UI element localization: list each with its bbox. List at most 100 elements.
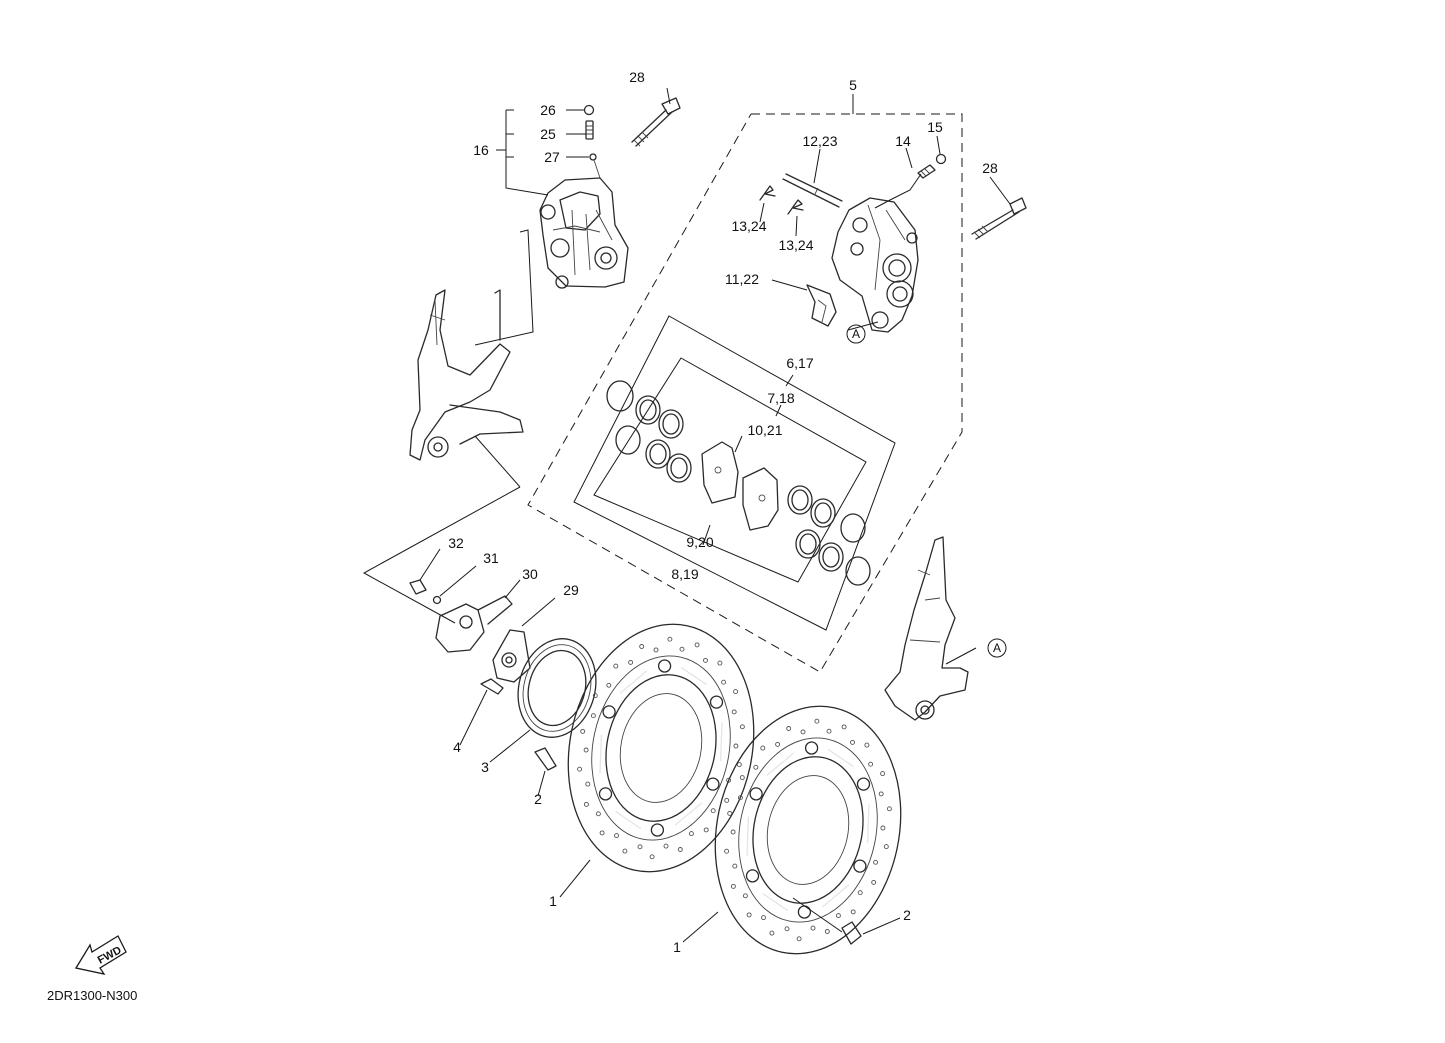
pin-clip-1 [759,185,776,201]
disc-drill-hole [599,830,605,836]
callout-2-left: 2 [534,791,542,807]
callout-10-21: 10,21 [747,422,782,438]
disc-drill-hole [857,890,863,896]
disc-drill-hole [733,689,739,695]
disc-floating-button [797,905,812,919]
ref-marker-label: A [852,327,860,341]
callout-15: 15 [927,119,943,135]
callout-4: 4 [453,739,461,755]
sensor-bracket [409,579,531,683]
callout-6-17: 6,17 [786,355,813,371]
disc-drill-hole [606,682,612,688]
callout-16: 16 [473,142,489,158]
disc-drill-hole [592,693,598,699]
caliper-assembly-outline [527,113,963,673]
disc-drill-hole [814,718,820,724]
disc-drill-hole [585,781,591,787]
disc-floating-button [745,869,760,883]
disc-drill-hole [886,806,892,812]
disc-carrier-slot [762,893,789,911]
left-caliper [539,177,629,289]
callout-29: 29 [563,582,579,598]
disc-drill-hole [732,863,738,869]
brake-disc-left [567,623,755,873]
disc-drill-hole [739,775,745,781]
disc-drill-hole [800,729,806,735]
disc-drill-hole [724,797,730,803]
disc-drill-hole [761,915,766,921]
disc-drill-hole [784,926,790,932]
disc-carrier-slot [719,722,723,762]
bleed-screw-set [583,104,601,179]
disc-bolt-right [841,921,862,945]
callout-28-right: 28 [982,160,998,176]
disc-carrier-slot [675,802,703,826]
right-bleed-screw [917,153,947,179]
pin-clip-2 [787,199,804,215]
ref-marker-a-1: A [846,324,866,344]
disc-drill-hole [871,879,877,885]
disc-floating-button [706,777,720,791]
callout-14: 14 [895,133,911,149]
seal-kit-frame-inner [593,357,867,583]
disc-drill-hole [677,847,683,852]
callout-9-20: 9,20 [686,534,713,550]
disc-drill-hole [649,854,655,860]
disc-drill-hole [639,644,645,649]
disc-carrier-slot [746,816,750,856]
disc-drill-hole [736,762,742,768]
disc-drill-hole [667,636,673,642]
callout-13-24-b: 13,24 [778,237,813,253]
disc-drill-hole [810,925,816,931]
disc-drill-hole [730,883,736,889]
sensor-bolt [480,678,504,695]
disc-drill-hole [737,795,743,801]
disc-drill-hole [580,728,586,734]
disc-drill-hole [873,859,879,865]
callout-25: 25 [540,126,556,142]
drawing-code: 2DR1300-N300 [47,988,137,1003]
disc-drill-hole [730,829,736,835]
disc-floating-button [650,823,665,837]
disc-carrier-slot [599,734,603,774]
disc-drill-hole [653,647,659,653]
disc-floating-button [657,659,672,673]
bracket-group-frame [362,486,521,624]
disc-drill-hole [824,929,830,934]
disc-carrier-slot [619,670,647,694]
disc-floating-button [853,859,867,873]
disc-drill-hole [746,912,752,918]
disc-drill-hole [577,766,583,772]
disc-drill-hole [775,741,781,747]
pad-pin [782,173,843,208]
disc-drill-hole [786,726,792,731]
caliper-bolt-right [971,197,1027,240]
disc-drill-hole [880,771,886,777]
callout-30: 30 [522,566,538,582]
callout-1-right: 1 [673,939,681,955]
disc-drill-hole [583,747,589,753]
disc-floating-button [602,705,616,719]
disc-drill-hole [864,742,870,748]
disc-drill-hole [850,739,855,745]
brake-pad-left [701,441,739,504]
callout-11-22: 11,22 [725,271,759,287]
callout-27: 27 [544,149,560,165]
callout-26: 26 [540,102,556,118]
callout-1-left: 1 [549,893,557,909]
disc-drill-hole [710,808,716,814]
disc-drill-hole [868,761,874,767]
disc-drill-hole [880,825,886,831]
callout-7-18: 7,18 [767,390,794,406]
disc-drill-hole [637,844,643,850]
forward-direction-arrow: FWD [74,935,127,975]
callout-8-19: 8,19 [671,566,698,582]
disc-floating-button [856,777,871,791]
disc-drill-hole [742,893,748,899]
right-caliper [831,197,919,333]
disc-drill-hole [583,801,589,807]
disc-drill-hole [688,831,694,837]
disc-drill-hole [703,657,708,663]
disc-drill-hole [694,642,700,648]
